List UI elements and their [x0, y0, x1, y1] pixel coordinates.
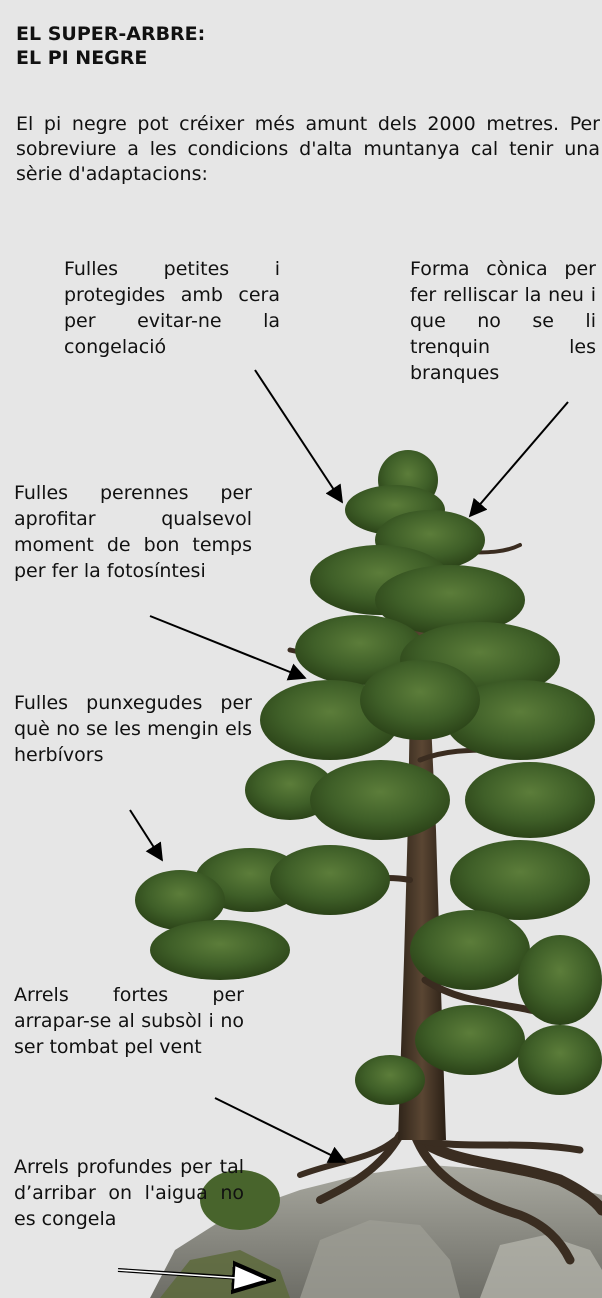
title-line-1: EL SUPER-ARBRE:	[16, 23, 206, 45]
arrow-conical-shape	[468, 401, 569, 518]
arrow-pointed-leaves	[129, 809, 163, 862]
annotation-conical-shape: Forma cònica per fer relliscar la neu i …	[410, 258, 596, 384]
arrow-strong-roots	[214, 1097, 347, 1163]
annotation-evergreen: Fulles perennes per aprofitar qualsevol …	[14, 482, 252, 582]
intro-paragraph: El pi negre pot créixer més amunt dels 2…	[16, 113, 600, 185]
arrow-evergreen	[149, 615, 307, 681]
title-line-2: EL PI NEGRE	[16, 47, 148, 69]
tree-roots	[297, 1124, 602, 1265]
annotation-strong-roots: Arrels fortes per arrapar-se al subsòl i…	[14, 984, 244, 1058]
annotation-pointed-leaves: Fulles punxegudes per què no se les meng…	[14, 692, 252, 766]
page-title: EL SUPER-ARBRE: EL PI NEGRE	[16, 22, 576, 70]
annotation-deep-roots: Arrels profundes per tal d’arribar on l'…	[14, 1156, 244, 1230]
annotation-leaves-wax: Fulles petites i protegides amb cera per…	[64, 258, 280, 358]
arrow-icon	[129, 369, 569, 1163]
arrow-leaves-wax	[254, 369, 343, 504]
tree-foliage	[135, 450, 602, 1230]
